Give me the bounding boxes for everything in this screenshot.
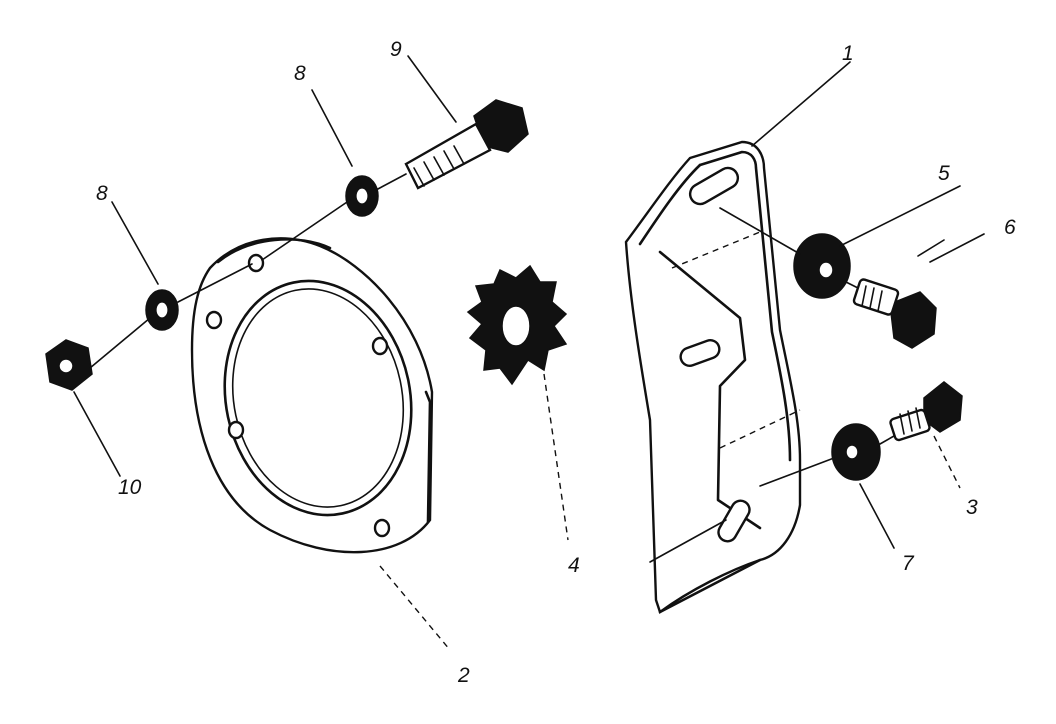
assembly-lines xyxy=(89,173,895,563)
label-part-7: 7 xyxy=(902,552,915,575)
label-part-2: 2 xyxy=(457,664,470,687)
label-part-8-upper: 8 xyxy=(294,62,306,85)
label-part-1: 1 xyxy=(842,42,854,65)
lock-washer-upper xyxy=(345,175,379,217)
label-part-6: 6 xyxy=(1004,216,1016,239)
bolt-lower xyxy=(889,381,963,442)
label-part-4: 4 xyxy=(568,554,580,577)
label-part-8-lower: 8 xyxy=(96,182,108,205)
bolt-long xyxy=(404,99,529,190)
label-part-3: 3 xyxy=(966,496,978,519)
mounting-plate xyxy=(190,237,434,554)
label-part-5: 5 xyxy=(938,162,950,185)
bolt-upper xyxy=(852,278,937,349)
star-coupling xyxy=(466,264,568,386)
bracket xyxy=(624,140,802,614)
spacer-washer xyxy=(793,233,851,299)
leader-lines xyxy=(73,55,985,651)
washer-lower xyxy=(831,423,881,481)
label-part-9: 9 xyxy=(390,38,402,61)
part-labels: 1 2 3 4 5 6 7 8 8 9 10 xyxy=(96,38,1016,687)
label-part-10: 10 xyxy=(118,476,142,499)
lock-washer-lower xyxy=(145,289,179,331)
hex-nut xyxy=(45,339,93,391)
